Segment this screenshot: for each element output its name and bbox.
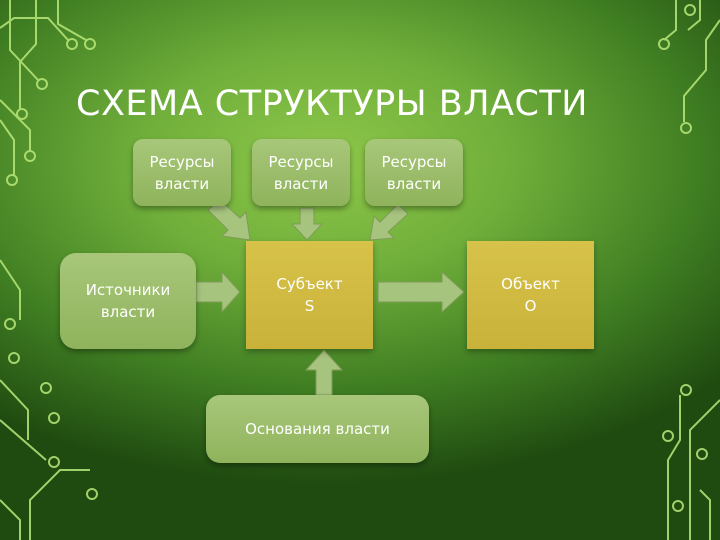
node-object: Объект O [467,241,594,349]
arrow-subject-object-icon [377,270,465,314]
arrow-resource1-icon [207,199,251,241]
arrow-sources-icon [195,270,241,314]
node-resource-3: Ресурсы власти [365,139,463,206]
node-foundations: Основания власти [206,395,429,463]
node-sources: Источники власти [60,253,196,349]
node-subject: Субъект S [246,241,373,349]
node-resource-1: Ресурсы власти [133,139,231,206]
node-resource-2: Ресурсы власти [252,139,350,206]
arrow-foundations-icon [304,349,344,396]
arrow-resource2-icon [290,207,324,241]
arrow-resource3-icon [369,203,409,241]
page-title: СХЕМА СТРУКТУРЫ ВЛАСТИ [76,84,588,124]
